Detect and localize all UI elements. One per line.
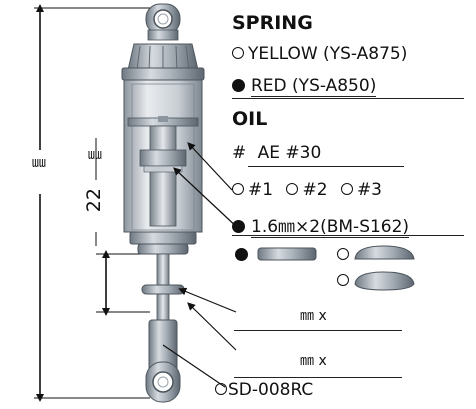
spring-option-yellow-label: YELLOW (YS-A875) bbox=[248, 44, 408, 64]
limiter-field-line[interactable] bbox=[234, 330, 402, 331]
oil-value: AE #30 bbox=[257, 143, 322, 163]
limiter-leader-arrow bbox=[178, 287, 237, 313]
oil-heading: OIL bbox=[232, 108, 268, 130]
oil-hash: # bbox=[232, 143, 247, 163]
piston-options: #1 #2 #3 bbox=[232, 180, 382, 200]
piston-shape-domed-icon bbox=[354, 245, 415, 260]
piston-shape-flat-icon bbox=[257, 247, 317, 261]
rod-end-label: SD-008RC bbox=[228, 380, 314, 400]
piston-option-1[interactable]: #1 bbox=[248, 180, 274, 200]
spring-heading: SPRING bbox=[232, 12, 313, 34]
piston-shape-domed-radio[interactable] bbox=[337, 248, 349, 260]
limiter-ring bbox=[141, 284, 185, 295]
spring-option-red[interactable]: RED (YS-A850) bbox=[232, 76, 377, 97]
limiter-unit-label: ㎜ x bbox=[300, 308, 327, 324]
oil-field[interactable]: # AE #30 bbox=[232, 143, 321, 163]
radio-empty-icon[interactable] bbox=[215, 383, 227, 395]
piston-selected[interactable]: 1.6㎜×2(BM-S162) bbox=[232, 212, 410, 238]
rod-end bbox=[145, 319, 181, 403]
damper-body bbox=[123, 79, 203, 233]
rod-end-option[interactable]: SD-008RC bbox=[215, 380, 313, 400]
piston-leader-arrow bbox=[173, 167, 241, 231]
oil-leader-arrow bbox=[187, 142, 233, 191]
piston-shape-flat-radio[interactable] bbox=[235, 248, 248, 261]
top-cap bbox=[121, 43, 205, 81]
stroke-value: 22 bbox=[83, 188, 105, 213]
spacer-leader-arrow bbox=[187, 302, 237, 351]
spacer-unit-label: ㎜ x bbox=[300, 353, 327, 369]
radio-empty-icon[interactable] bbox=[232, 47, 244, 59]
piston-option-3[interactable]: #3 bbox=[356, 180, 382, 200]
piston-option-2[interactable]: #2 bbox=[302, 180, 328, 200]
radio-empty-icon[interactable] bbox=[340, 183, 353, 195]
spring-option-red-label: RED (YS-A850) bbox=[251, 76, 377, 97]
piston-selected-label: 1.6㎜×2(BM-S162) bbox=[251, 217, 410, 238]
piston-shape-tapered-radio[interactable] bbox=[337, 274, 349, 286]
radio-empty-icon[interactable] bbox=[286, 183, 299, 195]
radio-filled-icon[interactable] bbox=[232, 79, 245, 92]
bottom-collar bbox=[129, 231, 197, 255]
piston-shape-tapered-icon bbox=[354, 271, 415, 291]
rod-end-leader-line bbox=[162, 344, 226, 388]
spacer-field-line[interactable] bbox=[234, 377, 402, 378]
overall-length-unit: ㎜ bbox=[32, 156, 48, 170]
top-eyelet bbox=[145, 3, 181, 41]
radio-empty-icon[interactable] bbox=[232, 183, 244, 195]
spring-option-yellow[interactable]: YELLOW (YS-A875) bbox=[232, 44, 407, 64]
radio-filled-icon[interactable] bbox=[232, 220, 245, 233]
body-length-unit: ㎜ bbox=[88, 148, 104, 162]
